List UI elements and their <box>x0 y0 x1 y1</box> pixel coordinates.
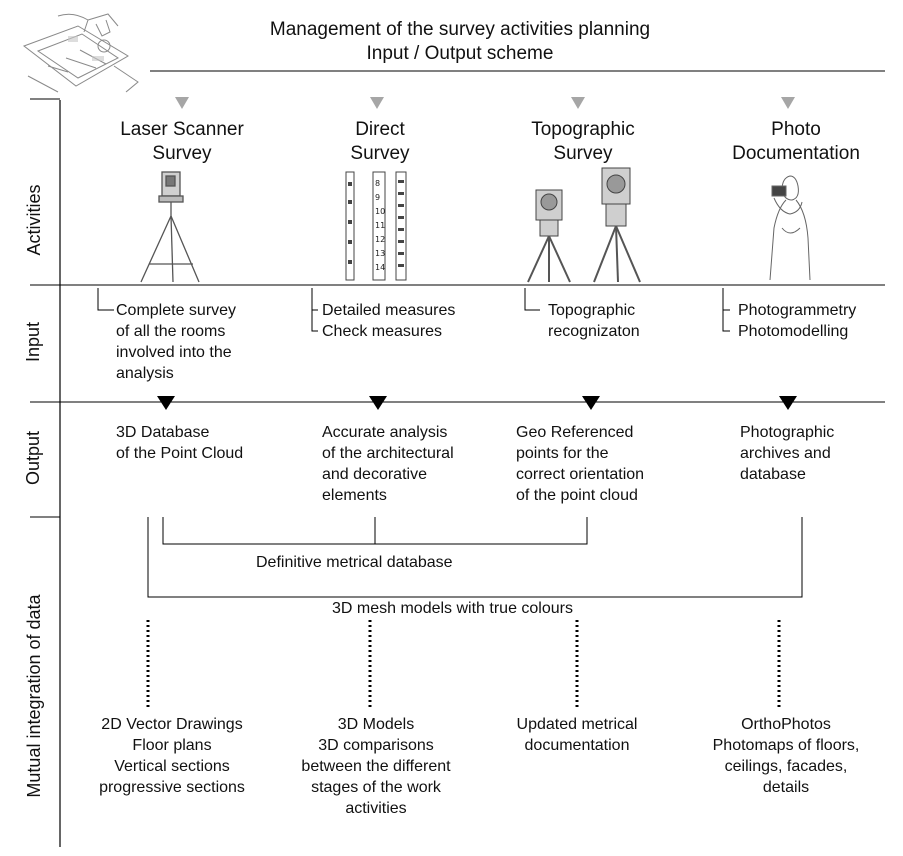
output-direct: Accurate analysis of the architectural a… <box>322 424 454 504</box>
dotted-connectors <box>146 620 781 708</box>
output-photo: Photographic archives and database <box>740 424 835 483</box>
row-label-output: Output <box>23 430 43 486</box>
output-laser: 3D Database of the Point Cloud <box>116 424 244 462</box>
svg-text:9: 9 <box>375 193 380 202</box>
svg-text:13: 13 <box>375 249 385 258</box>
svg-text:8: 8 <box>375 179 380 188</box>
input-brackets <box>97 288 730 332</box>
svg-text:12: 12 <box>375 235 385 244</box>
header-sketch-logo <box>18 6 150 98</box>
activity-title-topographic: Topographic Survey <box>531 119 635 164</box>
result-direct: 3D Models 3D comparisons between the dif… <box>301 716 451 817</box>
input-photo: Photogrammetry Photomodelling <box>738 302 857 340</box>
activity-title-direct: Direct Survey <box>350 119 410 164</box>
row-label-activities: Activities <box>24 184 44 256</box>
integration-brackets <box>147 517 803 598</box>
title-line-2: Input / Output scheme <box>366 43 554 64</box>
input-laser: Complete survey of all the rooms involve… <box>116 302 237 382</box>
input-direct: Detailed measures Check measures <box>322 302 456 340</box>
mesh-models-label: 3D mesh models with true colours <box>332 600 573 617</box>
svg-text:10: 10 <box>375 207 385 216</box>
row-label-integration: Mutual integration of data <box>24 594 44 798</box>
svg-text:11: 11 <box>375 221 385 230</box>
measuring-rods-icon: 8 9 10 11 12 13 14 <box>340 170 410 282</box>
theodolite-icon <box>522 162 650 284</box>
grey-arrows <box>175 97 795 109</box>
result-topographic: Updated metrical documentation <box>516 716 638 754</box>
black-arrows <box>157 396 797 410</box>
svg-text:14: 14 <box>375 263 385 272</box>
output-topographic: Geo Referenced points for the correct or… <box>516 424 645 504</box>
activity-title-photo: Photo Documentation <box>732 119 860 164</box>
page-title: Management of the survey activities plan… <box>150 18 770 66</box>
definitive-database-label: Definitive metrical database <box>256 554 453 571</box>
result-laser: 2D Vector Drawings Floor plans Vertical … <box>99 716 245 796</box>
laser-scanner-icon <box>135 168 205 286</box>
title-line-1: Management of the survey activities plan… <box>269 19 651 40</box>
input-topographic: Topographic recognizaton <box>548 302 640 340</box>
activity-title-laser: Laser Scanner Survey <box>120 119 244 164</box>
result-photo: OrthoPhotos Photomaps of floors, ceiling… <box>712 716 860 796</box>
row-label-input: Input <box>23 321 43 363</box>
photographer-icon <box>760 168 822 284</box>
